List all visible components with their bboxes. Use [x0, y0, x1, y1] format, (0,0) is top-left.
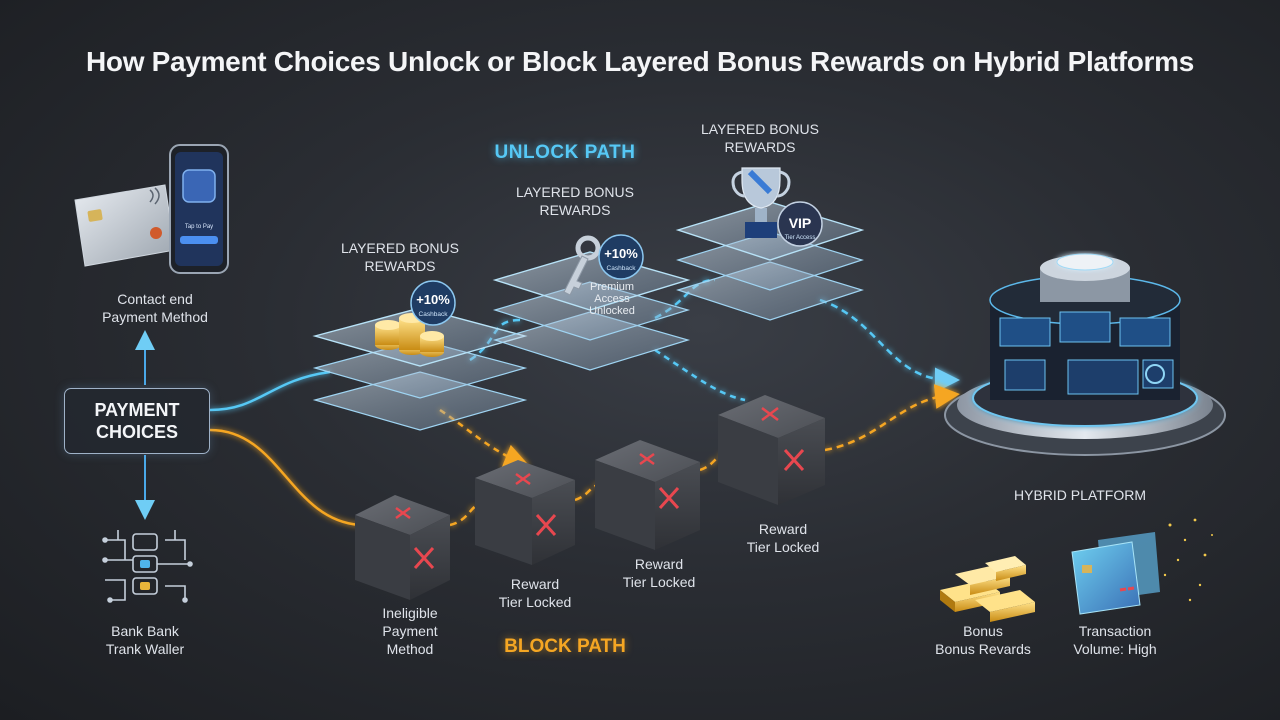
block-1-label-line3: Method — [386, 641, 434, 657]
block-link-tier1-down — [439, 408, 530, 469]
block-cube-4 — [718, 395, 825, 505]
tier-2-badge: +10% Cashback — [598, 234, 644, 280]
tier-2-label: LAYERED BONUS REWARDS — [495, 183, 655, 219]
tier-1-label-line2: REWARDS — [364, 258, 436, 274]
tier-3-label-line1: LAYERED BONUS — [701, 121, 819, 137]
tier-1-label-line1: LAYERED BONUS — [341, 240, 459, 256]
tier-2-badge-value: +10% — [604, 246, 638, 261]
tier-1-badge: +10% Cashback — [410, 280, 456, 326]
block-1-label: Ineligible Payment Method — [345, 604, 475, 658]
tier-3-badge: VIP Tier Access — [777, 201, 823, 247]
contactless-card-icon — [74, 184, 176, 267]
block-3-label-line1: Reward — [634, 556, 684, 572]
block-4-label-line1: Reward — [758, 521, 808, 537]
contactless-label-line2: Payment Method — [102, 309, 208, 325]
tier-1-label: LAYERED BONUS REWARDS — [320, 239, 480, 275]
phone-screen-text: Tap to Pay — [185, 224, 213, 230]
hybrid-platform-label: HYBRID PLATFORM — [1014, 487, 1146, 503]
bonus-rewards-label: Bonus Bonus Revards — [918, 622, 1048, 658]
block-link-center — [209, 428, 361, 527]
payment-choices-node: PAYMENT CHOICES — [64, 388, 210, 454]
payment-choices-line1: PAYMENT — [94, 400, 180, 420]
block-4-label: Reward Tier Locked — [718, 520, 848, 556]
transaction-volume-line1: Transaction — [1078, 623, 1152, 639]
contactless-label: Contact end Payment Method — [75, 290, 235, 326]
bonus-rewards-line1: Bonus — [963, 623, 1003, 639]
unlock-link-tier3-platform — [819, 298, 960, 393]
gold-bars-icon — [940, 556, 1035, 622]
cross-icon — [783, 448, 805, 472]
cross-icon — [395, 506, 411, 520]
unlock-link-center-tier1 — [209, 370, 331, 412]
hybrid-platform-icon — [944, 253, 1226, 456]
block-cube-2 — [475, 460, 575, 565]
tier-3-label-line2: REWARDS — [724, 139, 796, 155]
tier-2-note-line2: Access — [594, 293, 630, 305]
tier-3-label: LAYERED BONUS REWARDS — [680, 120, 840, 156]
tier-2-note-line1: Premium — [590, 281, 634, 293]
block-path-label: BLOCK PATH — [504, 636, 626, 657]
tier-3-badge-sub: Tier Access — [785, 235, 816, 241]
transaction-cards-icon — [1071, 518, 1213, 615]
tier-1-badge-value: +10% — [416, 292, 450, 307]
unlock-link-tier2-down — [654, 348, 746, 402]
bank-label: Bank Bank Trank Waller — [70, 622, 220, 658]
tier-1-stack: +10% Cashback — [312, 280, 528, 431]
trophy-icon — [731, 167, 791, 238]
block-2-label: Reward Tier Locked — [470, 575, 600, 611]
block-2-label-line1: Reward — [510, 576, 560, 592]
bank-label-line1: Bank Bank — [111, 623, 179, 639]
tier-2-note-line3: Unlocked — [589, 305, 635, 317]
block-link-1-2 — [449, 503, 481, 527]
phone-icon: Tap to Pay — [169, 144, 229, 274]
tier-2-badge-sub: Cashback — [607, 265, 637, 272]
unlock-path-label: UNLOCK PATH — [494, 142, 636, 163]
gold-coins-icon — [375, 313, 444, 357]
block-1-label-line1: Ineligible — [382, 605, 438, 621]
payment-choices-line2: CHOICES — [95, 422, 178, 442]
cross-icon — [515, 472, 531, 486]
transaction-volume-label: Transaction Volume: High — [1050, 622, 1180, 658]
block-3-label-line2: Tier Locked — [622, 574, 696, 590]
tier-1-badge-sub: Cashback — [419, 311, 449, 318]
block-1-label-line2: Payment — [382, 623, 438, 639]
bonus-rewards-line2: Bonus Revards — [935, 641, 1031, 657]
block-connectors — [209, 384, 960, 527]
block-3-label: Reward Tier Locked — [594, 555, 724, 591]
transaction-volume-line2: Volume: High — [1073, 641, 1157, 657]
block-cube-3 — [595, 440, 700, 550]
block-link-4-platform — [824, 384, 960, 452]
page-title: How Payment Choices Unlock or Block Laye… — [85, 46, 1195, 77]
cross-icon — [413, 546, 435, 570]
tier-2-stack: +10% Cashback Premium Access Unlocked — [492, 234, 691, 371]
tier-2-label-line1: LAYERED BONUS — [516, 184, 634, 200]
tier-3-stack: VIP Tier Access — [675, 167, 865, 321]
bank-wallet-icon — [102, 530, 193, 603]
block-4-label-line2: Tier Locked — [746, 539, 820, 555]
cross-icon — [639, 452, 655, 466]
key-icon — [563, 235, 601, 296]
contactless-label-line1: Contact end — [117, 291, 193, 307]
bank-label-line2: Trank Waller — [105, 641, 185, 657]
cross-icon — [535, 513, 557, 537]
block-cube-1 — [355, 495, 450, 600]
block-2-label-line2: Tier Locked — [498, 594, 572, 610]
cross-icon — [658, 486, 680, 510]
cross-icon — [761, 407, 779, 421]
tier-2-label-line2: REWARDS — [539, 202, 611, 218]
tier-3-badge-value: VIP — [789, 215, 812, 231]
